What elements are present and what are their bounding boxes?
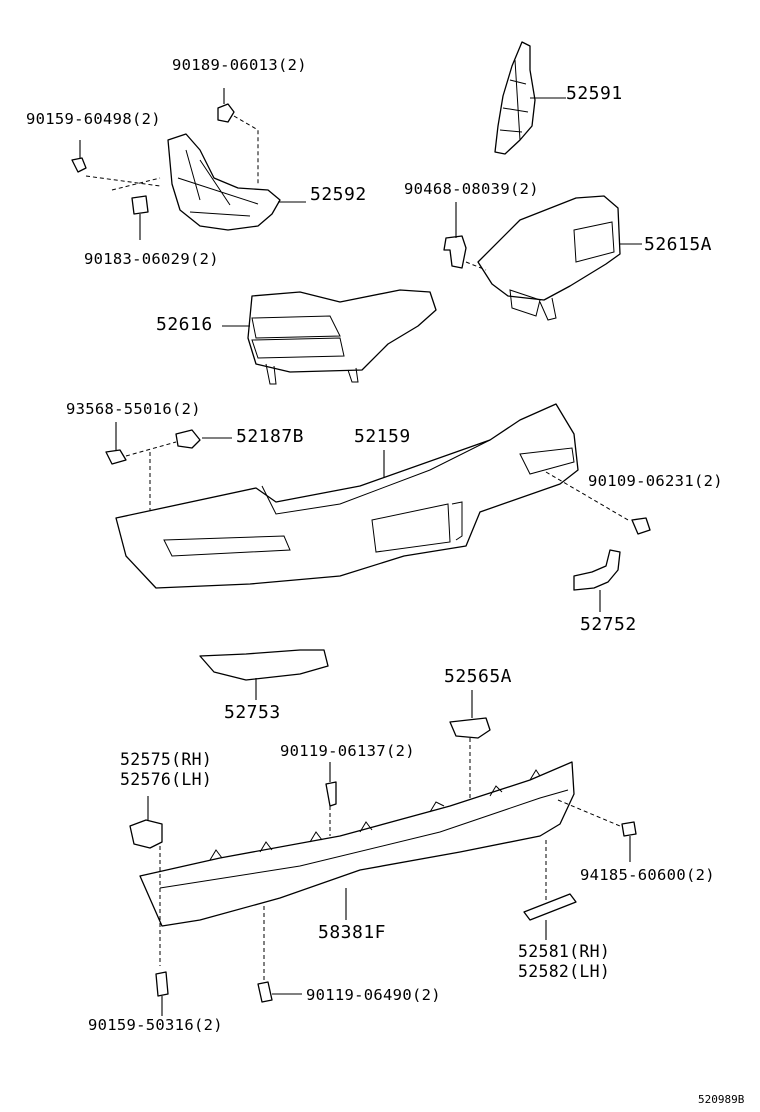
label-52752: 52752 xyxy=(580,614,637,635)
label-90119-06137: 90119-06137(2) xyxy=(280,742,415,760)
label-52576-lh: 52576(LH) xyxy=(120,770,213,789)
part-90119-bolt-top xyxy=(325,762,337,836)
label-52753: 52753 xyxy=(224,702,281,723)
label-52187B: 52187B xyxy=(236,426,305,447)
part-52591 xyxy=(494,41,566,155)
part-90159-screw-bottom xyxy=(155,971,169,1016)
part-90109-nut xyxy=(631,517,651,535)
label-94185-60600: 94185-60600(2) xyxy=(580,866,715,884)
part-90189-clip xyxy=(217,88,259,186)
label-52575-rh: 52575(RH) xyxy=(120,750,213,769)
label-90468-08039: 90468-08039(2) xyxy=(404,180,539,198)
label-90159-60498: 90159-60498(2) xyxy=(26,110,161,128)
part-52581-pad xyxy=(523,893,577,940)
label-90159-50316: 90159-50316(2) xyxy=(88,1016,223,1034)
label-90119-06490: 90119-06490(2) xyxy=(306,986,441,1004)
part-52159 xyxy=(115,403,629,589)
part-90183-nut xyxy=(111,177,161,240)
part-52752 xyxy=(573,549,621,612)
label-52592: 52592 xyxy=(310,184,367,205)
part-52565A-clip xyxy=(449,690,491,806)
diagram-id: 520989B xyxy=(698,1093,745,1106)
part-52592 xyxy=(167,133,306,231)
label-52159: 52159 xyxy=(354,426,411,447)
part-90468-clip xyxy=(443,202,467,269)
label-52565A: 52565A xyxy=(444,666,513,687)
part-58381F xyxy=(139,761,621,982)
label-58381F: 58381F xyxy=(318,922,387,943)
part-52753 xyxy=(199,649,329,700)
part-93568-screw xyxy=(105,422,177,465)
part-52575-retainer xyxy=(129,796,163,849)
label-52615A: 52615A xyxy=(644,234,713,255)
label-52591: 52591 xyxy=(566,83,623,104)
label-52582-lh: 52582(LH) xyxy=(518,962,611,981)
part-94185-nut xyxy=(621,821,637,862)
part-52615A xyxy=(465,195,642,321)
label-52616: 52616 xyxy=(156,314,213,335)
part-90159-screw-top xyxy=(71,140,161,187)
label-90183-06029: 90183-06029(2) xyxy=(84,250,219,268)
label-90109-06231: 90109-06231(2) xyxy=(588,472,723,490)
label-52581-rh: 52581(RH) xyxy=(518,942,611,961)
label-90189-06013: 90189-06013(2) xyxy=(172,56,307,74)
part-52616 xyxy=(222,289,437,385)
part-90119-bolt-bottom xyxy=(257,981,302,1003)
label-93568-55016: 93568-55016(2) xyxy=(66,400,201,418)
